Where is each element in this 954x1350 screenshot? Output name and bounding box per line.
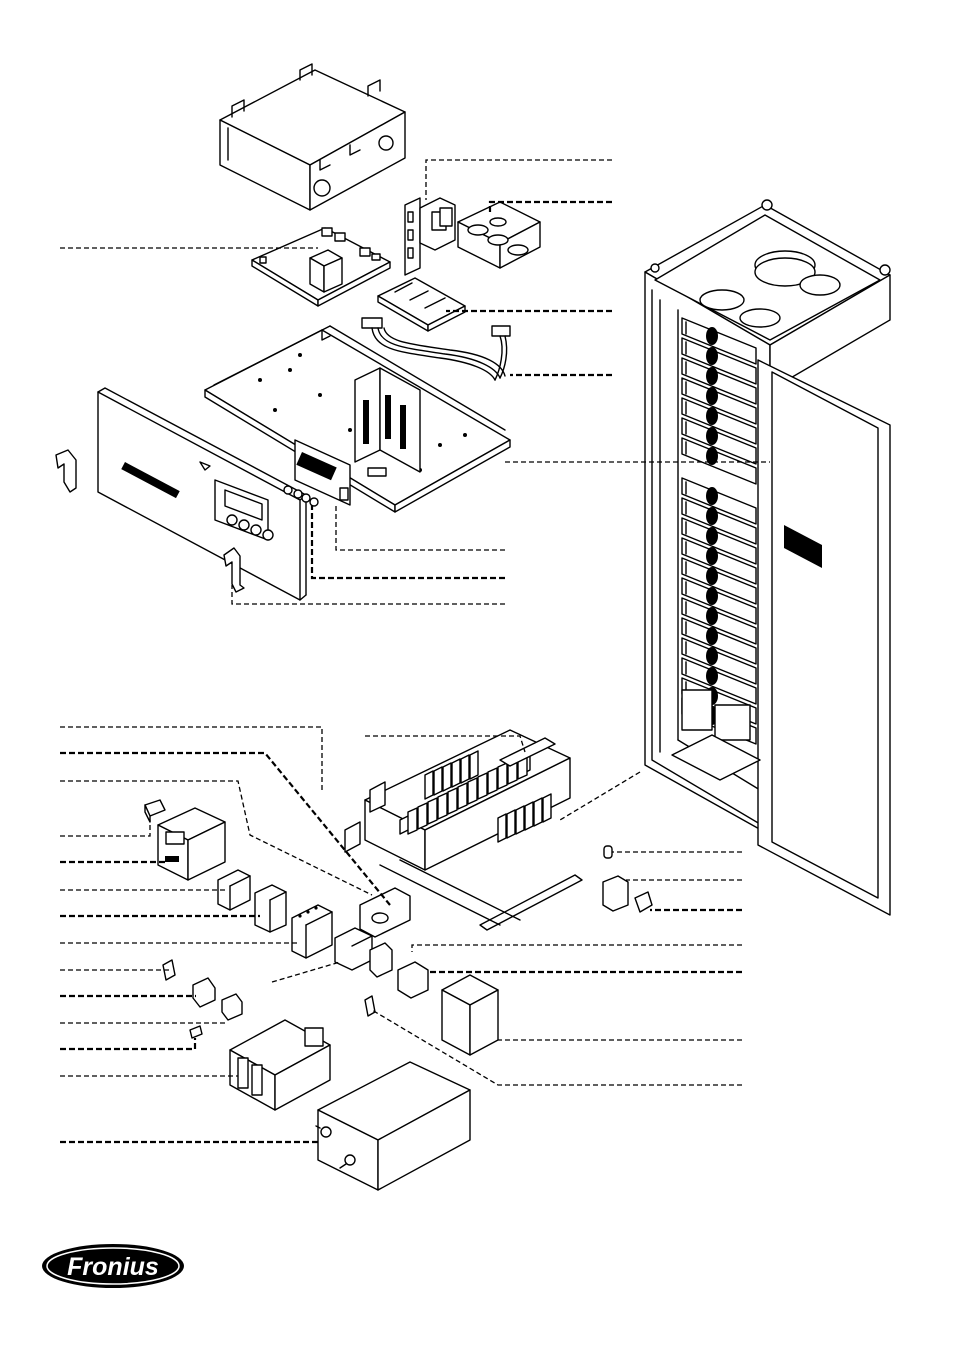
- terminal-block-right: [497, 813, 507, 843]
- terminal-block-right: [524, 801, 534, 831]
- display-module: [283, 439, 351, 507]
- control-circuit-board: [251, 227, 391, 307]
- terminal-block-upper: [451, 758, 461, 788]
- power-module: [681, 417, 757, 465]
- power-module: [681, 537, 757, 585]
- fuse-cylinder: [603, 845, 613, 859]
- power-module: [681, 337, 757, 385]
- power-module: [681, 377, 757, 425]
- door-handle-left: [55, 449, 77, 493]
- top-housing-cover: [219, 63, 406, 211]
- terminal-block-upper: [433, 766, 443, 796]
- terminal-block: [407, 807, 418, 835]
- power-module-stack: [681, 317, 757, 745]
- door-handle-bottom: [223, 547, 245, 593]
- terminal-block: [417, 802, 428, 830]
- inverter-cabinet: [644, 199, 891, 916]
- power-module: [681, 357, 757, 405]
- power-module: [681, 477, 757, 525]
- power-module: [681, 437, 757, 485]
- dc-filter-box: [315, 1061, 471, 1191]
- terminal-block-upper: [460, 754, 470, 784]
- terminal-block-grey: [254, 884, 287, 933]
- signal-card: [499, 737, 556, 767]
- power-module: [681, 597, 757, 645]
- clip-tiny: [189, 1025, 203, 1039]
- power-module: [681, 517, 757, 565]
- terminal-block: [457, 782, 468, 810]
- connector-board: [377, 277, 466, 332]
- breaker-2pole: [397, 961, 429, 999]
- power-module: [681, 637, 757, 685]
- terminal-block-upper: [424, 770, 434, 800]
- mains-contactor: [229, 1019, 331, 1111]
- contactor-mid: [441, 974, 499, 1056]
- power-module: [681, 497, 757, 545]
- power-module: [681, 577, 757, 625]
- interface-card: [404, 197, 456, 276]
- surge-arrester-block: [334, 927, 373, 971]
- terminal-block-upper: [442, 762, 452, 792]
- power-module: [681, 317, 757, 365]
- fronius-logo: Fronius: [42, 1244, 184, 1288]
- fuse-holder-2: [221, 993, 243, 1021]
- logo-wordmark: Fronius: [67, 1253, 159, 1281]
- leader-lines: [60, 159, 770, 1144]
- power-module: [681, 657, 757, 705]
- front-panel: [97, 387, 307, 601]
- terminal-block: [477, 772, 488, 800]
- clip-right: [364, 995, 376, 1017]
- auxiliary-contact-cover: [144, 799, 166, 823]
- terminal-block-upper: [469, 750, 479, 780]
- fuse-holder: [192, 977, 216, 1008]
- ribbon-cable: [361, 317, 511, 381]
- circuit-breaker-1pole: [602, 875, 629, 912]
- filter-board: [359, 887, 411, 938]
- terminal-block-right: [533, 797, 543, 827]
- terminal-block: [497, 762, 508, 790]
- contactor-large: [157, 807, 226, 881]
- relay-module: [217, 869, 251, 911]
- terminal-block-right: [542, 793, 552, 823]
- terminal-block: [447, 787, 458, 815]
- cable-gland-block: [457, 201, 541, 269]
- power-module: [681, 557, 757, 605]
- din-rail-assembly: [344, 729, 583, 931]
- terminal-block-right: [515, 805, 525, 835]
- terminal-block: [437, 792, 448, 820]
- power-module: [681, 397, 757, 445]
- terminal-block: [487, 767, 498, 795]
- terminal-block-right: [506, 809, 516, 839]
- power-module: [681, 617, 757, 665]
- breaker-small: [369, 942, 393, 978]
- terminal-block: [427, 797, 438, 825]
- terminal-block: [467, 777, 478, 805]
- end-clip: [634, 891, 653, 913]
- circuit-breaker-3pole: [291, 904, 333, 959]
